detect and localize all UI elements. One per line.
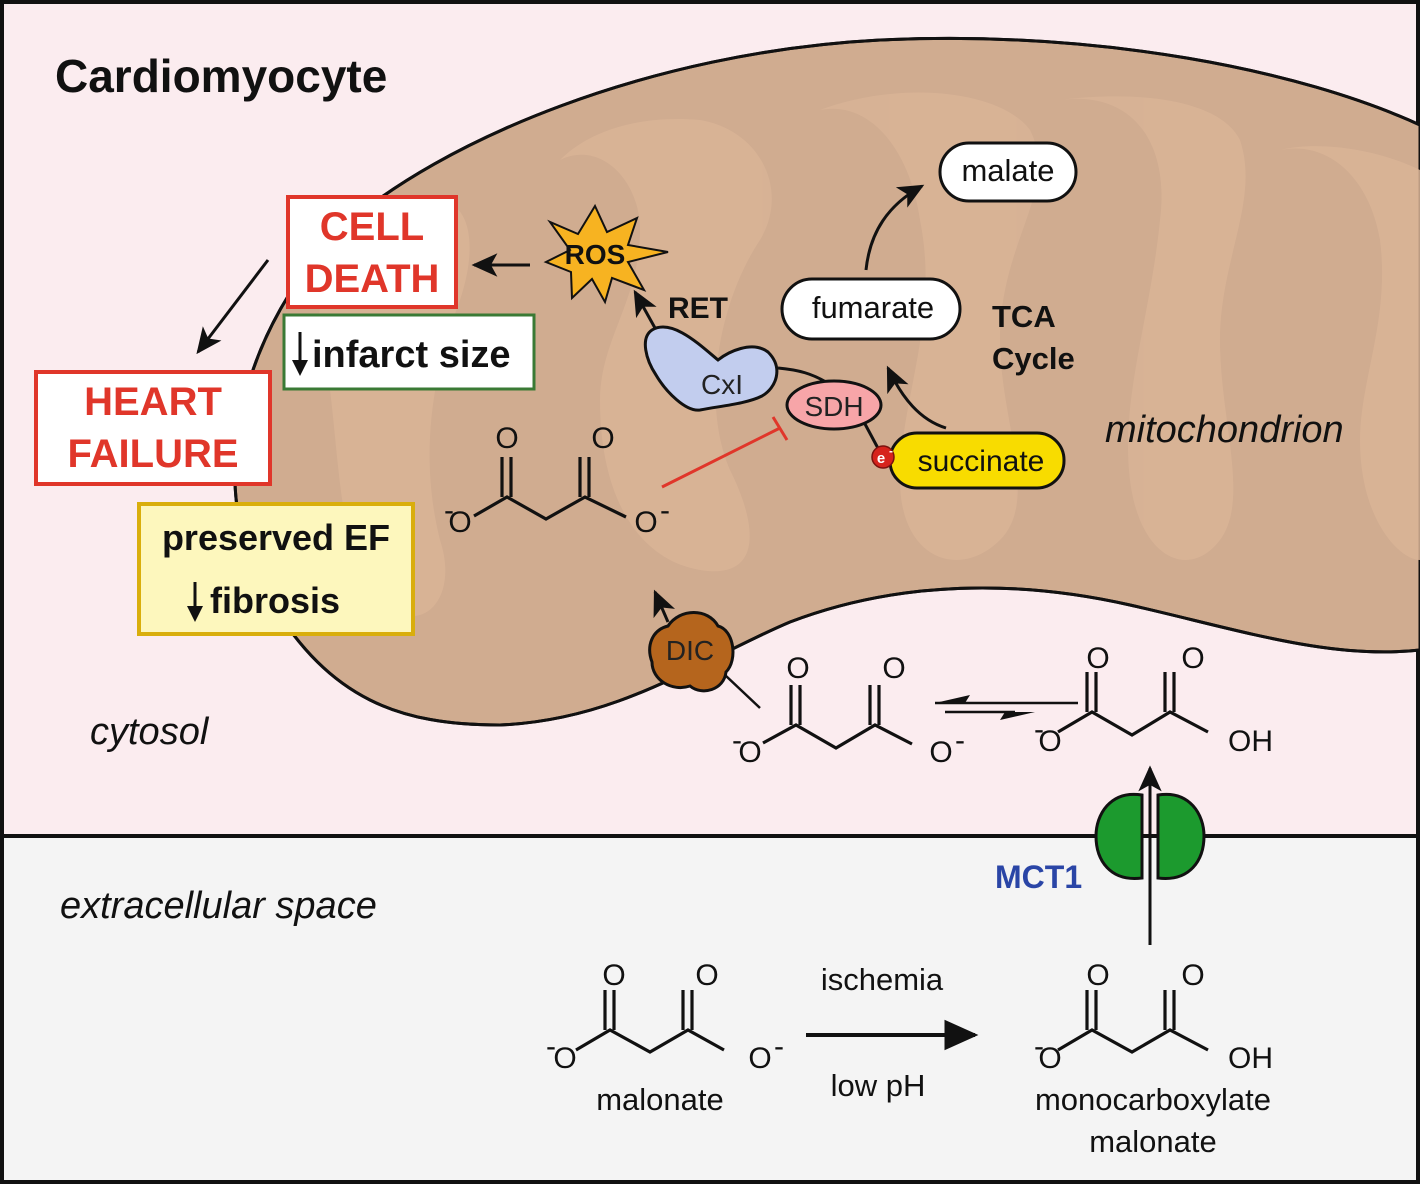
atom-o: O bbox=[495, 422, 518, 455]
fumarate-node: fumarate bbox=[780, 277, 962, 341]
arrow-ret bbox=[633, 289, 657, 329]
label-cytosol: cytosol bbox=[90, 711, 210, 753]
ischemia-label: ischemia bbox=[821, 962, 944, 997]
arrow-fumarate-to-malate bbox=[864, 184, 925, 271]
extracellular-region bbox=[0, 836, 1420, 1184]
atom-o-minus: O bbox=[634, 506, 657, 539]
electron-badge: e - bbox=[871, 444, 895, 469]
atom-o: O bbox=[1086, 959, 1109, 992]
equilibrium-arrows bbox=[935, 695, 1078, 720]
monocarboxylate-malonate-extracellular: O O O - OH monocarboxylate malonate bbox=[1034, 959, 1273, 1159]
malate-label: malate bbox=[961, 153, 1054, 188]
cell-death-line1: CELL bbox=[320, 205, 424, 249]
charge-minus: - bbox=[774, 1030, 784, 1063]
malonate-mito: O O O - O - bbox=[444, 422, 670, 539]
atom-o-minus: O bbox=[929, 736, 952, 769]
preserved-ef-box: preserved EF fibrosis bbox=[137, 502, 415, 636]
atom-oh: OH bbox=[1228, 725, 1273, 758]
ros-burst: ROS bbox=[543, 203, 669, 305]
atom-o-minus: O bbox=[748, 1042, 771, 1075]
atom-o: O bbox=[882, 652, 905, 685]
atom-o-minus: O bbox=[1038, 1042, 1061, 1075]
cell-death-line2: DEATH bbox=[305, 257, 440, 301]
infarct-text: infarct size bbox=[312, 334, 511, 376]
atom-o: O bbox=[591, 422, 614, 455]
label-extracellular: extracellular space bbox=[60, 885, 377, 927]
monocarboxylate-label: monocarboxylate bbox=[1035, 1082, 1271, 1117]
succinate-node: succinate bbox=[888, 431, 1066, 490]
fumarate-label: fumarate bbox=[812, 290, 934, 325]
atom-o: O bbox=[1181, 959, 1204, 992]
malate-node: malate bbox=[938, 141, 1078, 203]
ros-star-icon bbox=[543, 203, 669, 305]
ros-label: ROS bbox=[565, 239, 626, 270]
atom-o: O bbox=[602, 959, 625, 992]
heart-failure-line2: FAILURE bbox=[67, 432, 238, 476]
charge-minus: - bbox=[444, 494, 454, 527]
monocarboxylate-malonate-cytosol: O O O - OH bbox=[1034, 642, 1273, 758]
electron-charge: - bbox=[889, 444, 893, 458]
malonate-cytosol: O O O - O - bbox=[732, 652, 965, 769]
atom-o-minus: O bbox=[448, 506, 471, 539]
down-arrow-icon bbox=[292, 332, 308, 376]
atom-o: O bbox=[695, 959, 718, 992]
atom-o-minus: O bbox=[553, 1042, 576, 1075]
succinate-label: succinate bbox=[918, 445, 1045, 478]
arrow-dic-into-mito bbox=[653, 589, 676, 623]
down-arrow-icon bbox=[187, 582, 203, 622]
label-mitochondrion: mitochondrion bbox=[1105, 409, 1344, 451]
sdh: SDH bbox=[785, 379, 883, 431]
malonate-extracellular: O O O - O - malonate bbox=[546, 959, 784, 1117]
arrow-succinate-to-fumarate bbox=[886, 365, 947, 430]
tca-label-line1: TCA bbox=[992, 299, 1056, 334]
monocarboxylate-label-line2: malonate bbox=[1089, 1124, 1217, 1159]
atom-o: O bbox=[786, 652, 809, 685]
atom-o-minus: O bbox=[738, 736, 761, 769]
heart-failure-box: HEART FAILURE bbox=[34, 370, 272, 486]
atom-o: O bbox=[1086, 642, 1109, 675]
cxi-sdh-connector bbox=[777, 366, 827, 384]
atom-o-minus: O bbox=[1038, 725, 1061, 758]
electron-label: e bbox=[877, 450, 885, 467]
charge-minus: - bbox=[660, 494, 670, 527]
infarct-size-box: infarct size bbox=[282, 313, 536, 391]
arrow-cell-death-to-heart-failure bbox=[196, 259, 270, 355]
heart-failure-line1: HEART bbox=[84, 380, 222, 424]
dic-connector bbox=[724, 674, 761, 709]
mct1-label: MCT1 bbox=[995, 859, 1082, 895]
atom-oh: OH bbox=[1228, 1042, 1273, 1075]
complex-i: CxI bbox=[643, 325, 779, 412]
title: Cardiomyocyte bbox=[55, 50, 387, 102]
charge-minus: - bbox=[732, 724, 742, 757]
charge-minus: - bbox=[1034, 1030, 1044, 1063]
dic-label: DIC bbox=[666, 635, 714, 666]
charge-minus: - bbox=[1034, 713, 1044, 746]
sdh-label: SDH bbox=[804, 391, 863, 422]
preserved-ef-text: preserved EF bbox=[162, 517, 390, 558]
inhibition-line bbox=[661, 416, 789, 489]
cell-death-box: CELL DEATH bbox=[286, 195, 458, 309]
dic-transporter: DIC bbox=[648, 611, 735, 693]
cxi-label: CxI bbox=[701, 369, 743, 400]
ret-label: RET bbox=[668, 292, 728, 325]
malonate-label: malonate bbox=[596, 1082, 724, 1117]
low-ph-label: low pH bbox=[831, 1068, 926, 1103]
charge-minus: - bbox=[955, 724, 965, 757]
fibrosis-text: fibrosis bbox=[210, 580, 340, 621]
mct1-transporter bbox=[1094, 792, 1206, 880]
tca-label-line2: Cycle bbox=[992, 341, 1075, 376]
charge-minus: - bbox=[546, 1030, 556, 1063]
atom-o: O bbox=[1181, 642, 1204, 675]
